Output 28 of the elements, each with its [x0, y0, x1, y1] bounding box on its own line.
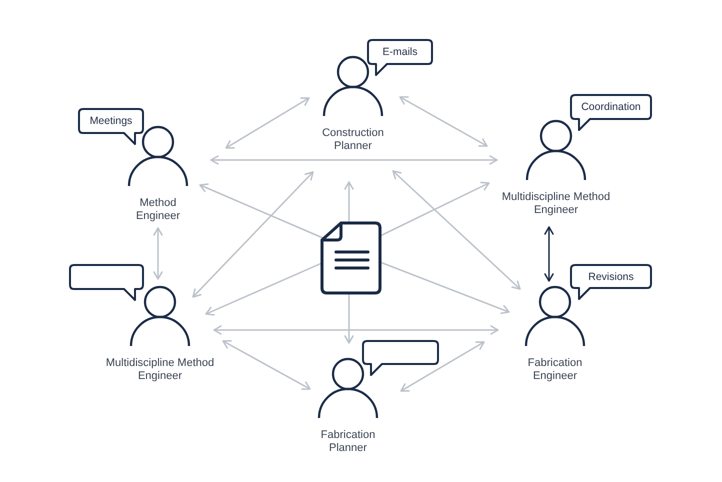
double-headed-arrow — [544, 226, 554, 282]
speech-bubble — [69, 264, 144, 301]
role-label: Fabrication Planner — [320, 428, 376, 454]
double-headed-arrow — [210, 155, 498, 165]
double-headed-arrow — [400, 341, 485, 392]
double-headed-arrow — [399, 96, 488, 147]
speech-bubble — [362, 340, 439, 376]
double-headed-arrow — [225, 97, 310, 149]
double-headed-arrow — [153, 227, 163, 280]
role-label: Multidiscipline Method Engineer — [106, 356, 214, 382]
role-label: Multidiscipline Method Engineer — [502, 190, 610, 216]
arrow — [344, 181, 354, 222]
arrow — [344, 294, 354, 344]
double-headed-arrow — [392, 170, 521, 290]
arrow — [199, 183, 324, 239]
arrow — [380, 261, 510, 314]
double-headed-arrow — [222, 340, 311, 390]
arrow — [380, 182, 490, 237]
speech-bubble: E-mails — [367, 39, 433, 76]
arrow — [205, 262, 322, 316]
role-label: Method Engineer — [136, 196, 180, 222]
double-headed-arrow — [192, 171, 314, 298]
speech-bubble: Revisions — [570, 264, 652, 300]
role-label: Fabrication Engineer — [528, 356, 582, 382]
role-label: Construction Planner — [322, 126, 384, 152]
speech-bubble: Meetings — [78, 108, 144, 145]
speech-bubble: Coordination — [570, 94, 652, 131]
double-headed-arrow — [213, 325, 499, 335]
